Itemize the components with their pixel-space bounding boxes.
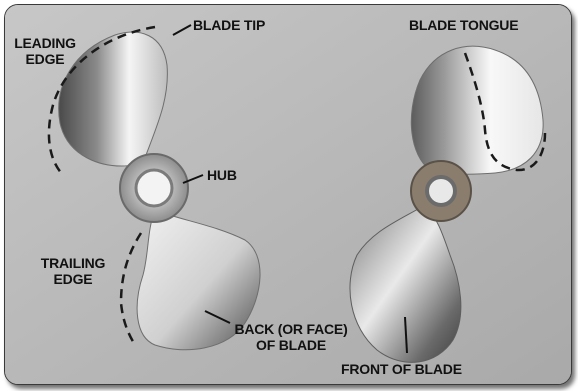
diagram-frame: LEADING EDGE BLADE TIP BLADE TONGUE HUB …: [4, 4, 572, 385]
trailing-edge-label: TRAILING EDGE: [33, 255, 113, 287]
leading-edge-label: LEADING EDGE: [11, 35, 79, 67]
hub-label: HUB: [207, 167, 237, 183]
leading-edge-line-1: LEADING: [11, 35, 79, 51]
back-of-blade-line-2: OF BLADE: [231, 337, 351, 353]
blade-tongue-label: BLADE TONGUE: [409, 17, 518, 33]
front-of-blade-label: FRONT OF BLADE: [341, 361, 462, 377]
back-of-blade-label: BACK (OR FACE) OF BLADE: [231, 321, 351, 353]
back-of-blade-line-1: BACK (OR FACE): [231, 321, 351, 337]
left-hub-bore: [136, 170, 172, 206]
trailing-edge-line-1: TRAILING: [33, 255, 113, 271]
leading-edge-line-2: EDGE: [11, 51, 79, 67]
right-hub-bore: [427, 177, 455, 205]
blade-tip-label: BLADE TIP: [193, 17, 265, 33]
trailing-edge-line-2: EDGE: [33, 271, 113, 287]
